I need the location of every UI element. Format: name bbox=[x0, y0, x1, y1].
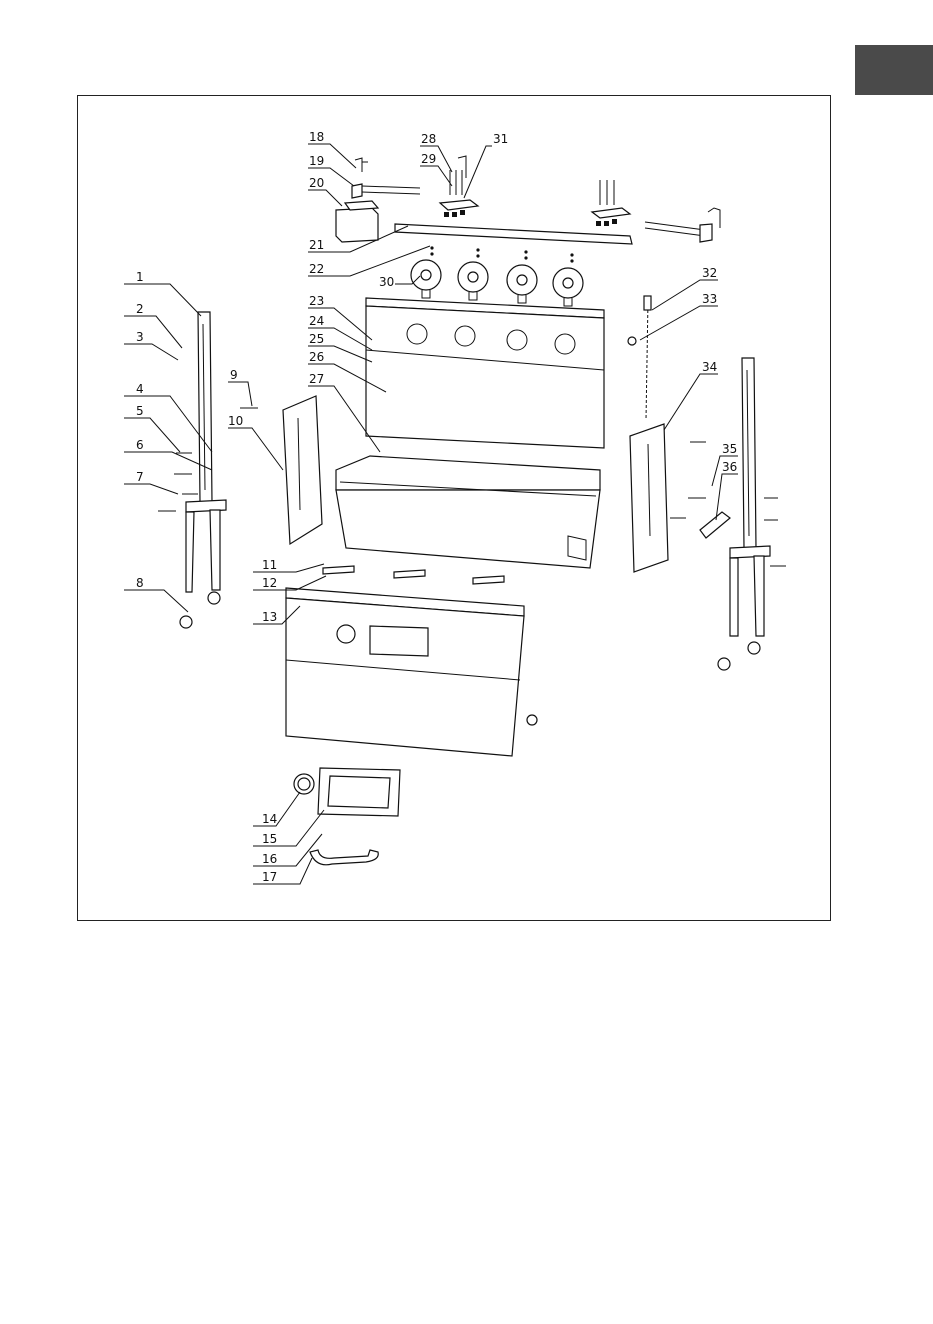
part-window-bezel bbox=[318, 768, 400, 816]
callout-24: 24 bbox=[309, 314, 324, 328]
callout-19: 19 bbox=[309, 154, 324, 168]
callout-2: 2 bbox=[136, 302, 144, 316]
part-thermometer bbox=[294, 774, 314, 794]
callout-1: 1 bbox=[136, 270, 144, 284]
callout-5: 5 bbox=[136, 404, 144, 418]
callout-11: 11 bbox=[262, 558, 277, 572]
callout-32: 32 bbox=[702, 266, 717, 280]
callout-31: 31 bbox=[493, 132, 508, 146]
callout-12: 12 bbox=[262, 576, 277, 590]
part-fork-right bbox=[592, 180, 630, 226]
callout-30: 30 bbox=[379, 275, 394, 289]
callout-33: 33 bbox=[702, 292, 717, 306]
callout-15: 15 bbox=[262, 832, 277, 846]
callout-8: 8 bbox=[136, 576, 144, 590]
callout-28: 28 bbox=[421, 132, 436, 146]
callout-29: 29 bbox=[421, 152, 436, 166]
callout-35: 35 bbox=[722, 442, 737, 456]
part-leg-left bbox=[180, 312, 226, 628]
callout-36: 36 bbox=[722, 460, 737, 474]
callout-23: 23 bbox=[309, 294, 324, 308]
callout-16: 16 bbox=[262, 852, 277, 866]
part-spit-rod bbox=[395, 224, 632, 244]
part-firebox bbox=[336, 456, 600, 568]
part-front-panel bbox=[286, 588, 537, 756]
part-handle-left bbox=[355, 158, 368, 172]
part-chain bbox=[628, 296, 651, 420]
part-back-panel bbox=[366, 298, 604, 448]
callout-18: 18 bbox=[309, 130, 324, 144]
part-side-panel-left bbox=[283, 396, 322, 544]
part-motor bbox=[336, 201, 378, 242]
callout-13: 13 bbox=[262, 610, 277, 624]
callout-17: 17 bbox=[262, 870, 277, 884]
callout-4: 4 bbox=[136, 382, 144, 396]
callout-6: 6 bbox=[136, 438, 144, 452]
callout-14: 14 bbox=[262, 812, 277, 826]
part-motor-bracket bbox=[352, 184, 420, 198]
part-fork-left bbox=[440, 156, 478, 217]
callout-20: 20 bbox=[309, 176, 324, 190]
part-side-panel-right bbox=[630, 424, 668, 572]
callout-25: 25 bbox=[309, 332, 324, 346]
callout-3: 3 bbox=[136, 330, 144, 344]
part-leg-right bbox=[718, 358, 770, 670]
part-brackets bbox=[323, 566, 504, 584]
part-handle-front bbox=[310, 850, 378, 865]
part-handle-right bbox=[645, 208, 720, 242]
callout-26: 26 bbox=[309, 350, 324, 364]
callout-10: 10 bbox=[228, 414, 243, 428]
callout-9: 9 bbox=[230, 368, 238, 382]
part-handle-side bbox=[700, 512, 730, 538]
callout-34: 34 bbox=[702, 360, 717, 374]
callout-22: 22 bbox=[309, 262, 324, 276]
callout-21: 21 bbox=[309, 238, 324, 252]
callout-7: 7 bbox=[136, 470, 144, 484]
callout-27: 27 bbox=[309, 372, 324, 386]
part-burners bbox=[411, 246, 583, 306]
